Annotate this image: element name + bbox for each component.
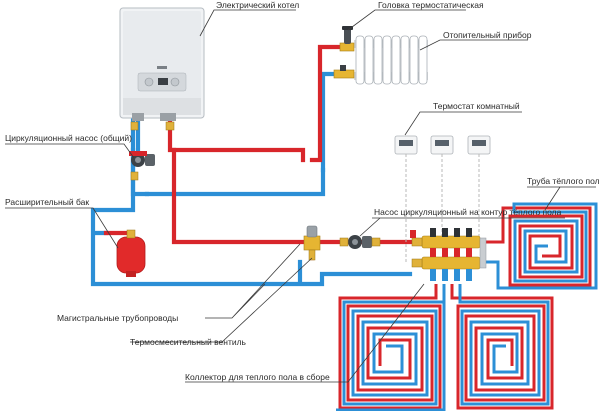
supply-down-pipe — [171, 147, 308, 245]
leader-lines — [5, 9, 596, 383]
label-radiator: Отопительный прибор — [443, 30, 532, 40]
radiator-supply-pipe — [309, 44, 343, 163]
return-main-pipe — [90, 117, 413, 287]
label-main-pipes: Магистральные трубопроводы — [57, 313, 178, 323]
label-main-pump: Циркуляционный насос (общий) — [5, 133, 132, 143]
label-room-thermostat: Термостат комнатный — [433, 101, 520, 111]
label-floor-pipe: Труба тёплого пола — [527, 176, 600, 186]
radiator-return-pipe — [320, 71, 337, 173]
collector-icon — [410, 228, 487, 281]
label-boiler: Электрический котел — [216, 0, 299, 10]
label-collector: Коллектор для теплого пола в сборе — [185, 372, 330, 382]
label-exp-tank: Расширительный бак — [5, 197, 89, 207]
return-boiler-branch — [144, 167, 326, 197]
label-mixing-valve: Термосмесительный вентиль — [130, 337, 247, 347]
expansion-tank-icon — [116, 229, 146, 277]
floor-pump-icon — [339, 235, 381, 249]
thermostatic-head-icon — [339, 26, 355, 52]
thermostat-icon — [394, 135, 491, 155]
mixing-valve-icon — [303, 225, 321, 261]
main-pump-fittings — [130, 121, 175, 181]
labels: Электрический котел Головка термостатиче… — [5, 0, 600, 382]
floor-loop-middle — [450, 284, 554, 410]
floor-loop-right — [478, 202, 598, 290]
thermostat-wires — [405, 154, 480, 262]
supply-boiler-pipe — [167, 115, 306, 163]
floor-loop-left — [336, 284, 446, 411]
label-thermo-head: Головка термостатическая — [378, 0, 484, 10]
radiator-icon — [354, 35, 428, 85]
boiler-icon — [119, 7, 205, 121]
radiator-return-valve-icon — [333, 65, 355, 79]
main-pump-icon — [129, 151, 155, 167]
label-floor-pump: Насос циркуляционный на контур тёплого п… — [374, 207, 562, 217]
pipe-network — [90, 44, 425, 287]
